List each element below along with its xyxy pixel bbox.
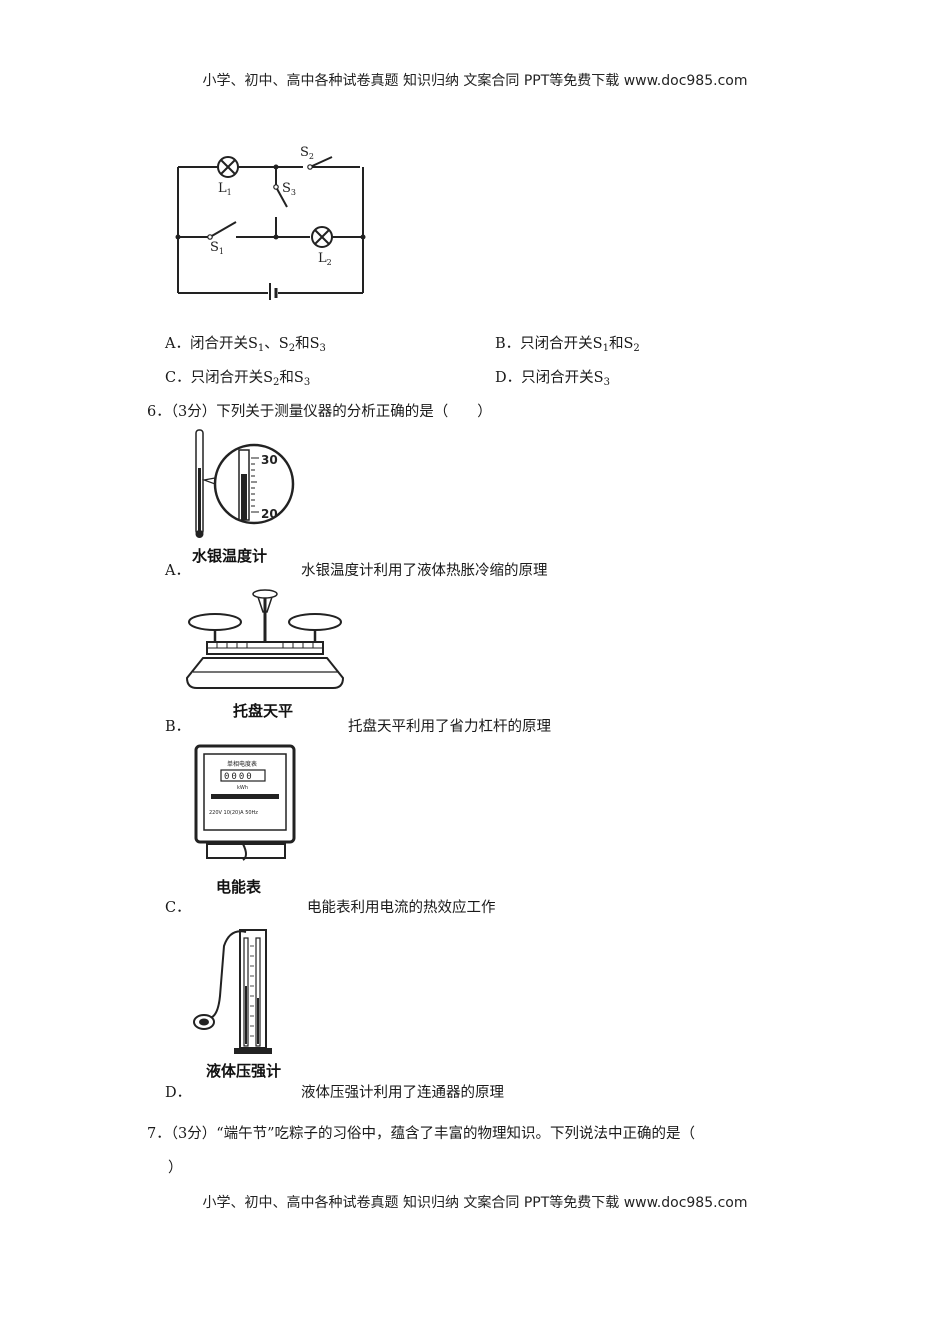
q6-option-b-text[interactable]: 托盘天平利用了省力杠杆的原理 <box>348 719 551 735</box>
label-l2: L <box>318 251 327 266</box>
pressure-gauge-figure: 液体压强计 <box>193 929 281 1080</box>
q6-option-d-letter[interactable]: D． <box>165 1085 192 1101</box>
label-s3: S <box>282 181 291 196</box>
electricity-meter-figure: 单相电度表 0000 kWh 220V 10(20)A 50Hz 电能表 <box>194 744 296 896</box>
thermometer-caption: 水银温度计 <box>192 547 267 565</box>
label-s2: S <box>300 145 309 160</box>
q5-option-b[interactable]: B．只闭合开关S1和S2 <box>495 336 640 354</box>
svg-text:L1: L1 <box>218 181 232 197</box>
q6-option-c-text[interactable]: 电能表利用电流的热效应工作 <box>307 900 496 916</box>
balance-caption: 托盘天平 <box>233 702 293 720</box>
q5-option-a[interactable]: A．闭合开关S1、S2和S3 <box>165 336 326 354</box>
label-l1: L <box>218 181 227 196</box>
q6-option-b-letter[interactable]: B． <box>165 719 191 735</box>
meter-spec: 220V 10(20)A 50Hz <box>209 810 258 816</box>
label-s1: S <box>210 240 219 255</box>
page-header: 小学、初中、高中各种试卷真题 知识归纳 文案合同 PPT等免费下载 www.do… <box>202 73 748 89</box>
meter-title: 单相电度表 <box>227 760 257 768</box>
svg-text:S1: S1 <box>210 240 224 256</box>
q5-option-d[interactable]: D．只闭合开关S3 <box>495 370 610 388</box>
thermometer-figure: 30 20 水银温度计 <box>192 429 295 565</box>
scale-20: 20 <box>261 507 278 521</box>
q6-option-a-text[interactable]: 水银温度计利用了液体热胀冷缩的原理 <box>301 563 548 579</box>
circuit-diagram: L1 S2 S3 S1 L2 <box>175 145 366 300</box>
svg-text:S3: S3 <box>282 181 296 197</box>
q6-option-c-letter[interactable]: C． <box>165 900 191 916</box>
q7-stem-end: ） <box>168 1160 183 1176</box>
q7-stem: 7．（3分）“端午节”吃粽子的习俗中，蕴含了丰富的物理知识。下列说法中正确的是（ <box>147 1126 696 1142</box>
svg-text:L2: L2 <box>318 251 332 267</box>
pressure-gauge-caption: 液体压强计 <box>206 1062 281 1080</box>
page-footer: 小学、初中、高中各种试卷真题 知识归纳 文案合同 PPT等免费下载 www.do… <box>202 1195 748 1211</box>
q6-option-a-letter[interactable]: A． <box>165 563 190 579</box>
meter-caption: 电能表 <box>216 878 262 896</box>
q6-option-d-text[interactable]: 液体压强计利用了连通器的原理 <box>301 1085 504 1101</box>
q6-stem: 6．（3分）下列关于测量仪器的分析正确的是（ ） <box>147 404 492 420</box>
scale-30: 30 <box>261 453 278 467</box>
meter-digits: 0000 <box>224 772 254 782</box>
q5-option-c[interactable]: C．只闭合开关S2和S3 <box>165 370 311 388</box>
meter-unit: kWh <box>237 785 248 791</box>
svg-text:S2: S2 <box>300 145 314 161</box>
balance-figure: 托盘天平 <box>185 589 345 720</box>
